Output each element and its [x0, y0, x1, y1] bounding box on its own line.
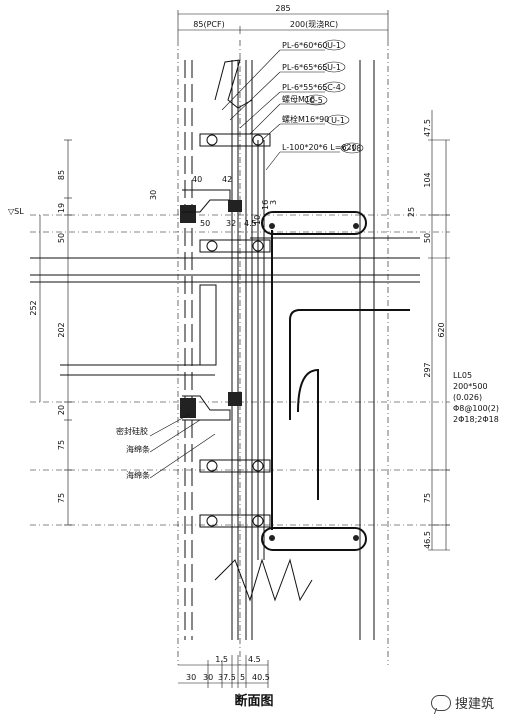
- seal-block-bottom-right: [228, 392, 242, 406]
- dim-r-620: 620: [437, 322, 446, 337]
- label-sealant: 密封硅胶: [116, 426, 148, 436]
- pcf-panel-face: [184, 60, 193, 640]
- watermark-text: 搜建筑: [454, 697, 494, 712]
- bolt-group: [199, 133, 271, 528]
- dim-r-50: 50: [423, 233, 432, 243]
- callout-leaders: [221, 49, 340, 171]
- dim-i-50: 50: [200, 219, 210, 228]
- beam-rebar: [250, 211, 420, 551]
- slab-lines: [30, 214, 450, 526]
- top-anchor: [214, 59, 253, 109]
- watermark: 搜建筑: [430, 693, 494, 712]
- level-mark: ▽SL: [8, 207, 24, 216]
- dim-i-40: 40: [192, 175, 202, 184]
- dim-r-75: 75: [423, 493, 432, 503]
- dim-l-50: 50: [57, 233, 66, 243]
- dim-l-75a: 75: [57, 440, 66, 450]
- callout-pl-55: PL-6*55*65: [282, 83, 327, 92]
- callout-angle: L-100*20*6 L=620: [282, 143, 357, 152]
- dim-l-20: 20: [57, 405, 66, 415]
- dim-total: 285: [275, 4, 290, 13]
- dim-r-104: 104: [423, 172, 432, 187]
- label-sponge-1: 海绵条: [126, 444, 150, 454]
- dim-b-45: 4.5: [248, 655, 261, 664]
- dim-b-405: 40.5: [252, 673, 270, 682]
- dim-b-15: 1.5: [215, 655, 228, 664]
- dim-l-202: 202: [57, 322, 66, 337]
- panel-cavity: [199, 284, 217, 366]
- dim-r-25: 25: [407, 207, 416, 217]
- callout-tags: [304, 39, 364, 154]
- beam-label-0: LL05: [453, 371, 472, 380]
- beam-label-4: 2Φ18;2Φ18: [453, 415, 499, 424]
- right-dim-lines: [428, 110, 450, 551]
- bottom-dim-lines: [178, 655, 269, 688]
- seal-block-top-right: [228, 200, 242, 212]
- left-dim-lines: [39, 139, 72, 526]
- beam-label-1: 200*500: [453, 382, 488, 391]
- tag-6: C-18: [343, 144, 362, 153]
- callout-pl-60: PL-6*60*60: [282, 41, 327, 50]
- dim-l-19: 19: [57, 203, 66, 213]
- drawing-caption: 断面图: [234, 694, 274, 709]
- dim-r-47: 47.5: [423, 119, 432, 137]
- dim-i-3: 3: [269, 200, 278, 205]
- tag-5: U-1: [331, 116, 345, 125]
- label-sponge-2: 海绵条: [126, 470, 150, 480]
- dim-i-42: 42: [222, 175, 232, 184]
- seal-block-bottom: [180, 398, 196, 418]
- callout-nut: 螺母M16: [282, 94, 315, 104]
- panel-bracket: [182, 189, 231, 213]
- dim-l-75b: 75: [57, 493, 66, 503]
- callout-pl-65: PL-6*65*65: [282, 63, 327, 72]
- dim-i-16: 16: [261, 200, 270, 210]
- beam-label-2: (0.026): [453, 393, 482, 402]
- panel-bracket-bottom: [182, 395, 231, 421]
- dim-l-85: 85: [57, 170, 66, 180]
- dim-r-297: 297: [423, 362, 432, 377]
- dim-i-10: 10: [253, 215, 262, 225]
- dim-b-30a: 30: [186, 673, 196, 682]
- tag-4: C-5: [309, 96, 323, 105]
- dim-pcf: 85(PCF): [193, 20, 224, 29]
- beam-label-3: Φ8@100(2): [453, 404, 499, 413]
- dim-i-30: 30: [149, 190, 158, 200]
- bottom-anchor: [214, 558, 313, 602]
- wechat-icon: [430, 694, 451, 711]
- dim-i-32: 32: [226, 219, 236, 228]
- dim-r-46: 46.5: [423, 531, 432, 549]
- dim-i-45: 4.5: [244, 219, 257, 228]
- dim-b-375: 37.5: [218, 673, 236, 682]
- dim-b-30b: 30: [203, 673, 213, 682]
- seal-block-top: [180, 205, 196, 223]
- dim-l-252: 252: [29, 300, 38, 315]
- callout-bolt: 螺栓M16*90: [282, 114, 329, 124]
- dim-b-5: 5: [240, 673, 245, 682]
- tag-1: U-1: [327, 41, 341, 50]
- tag-3: C-4: [327, 83, 341, 92]
- tag-2: U-1: [327, 63, 341, 72]
- dim-rc: 200(现浇RC): [290, 19, 338, 29]
- vertical-plates: [231, 60, 375, 640]
